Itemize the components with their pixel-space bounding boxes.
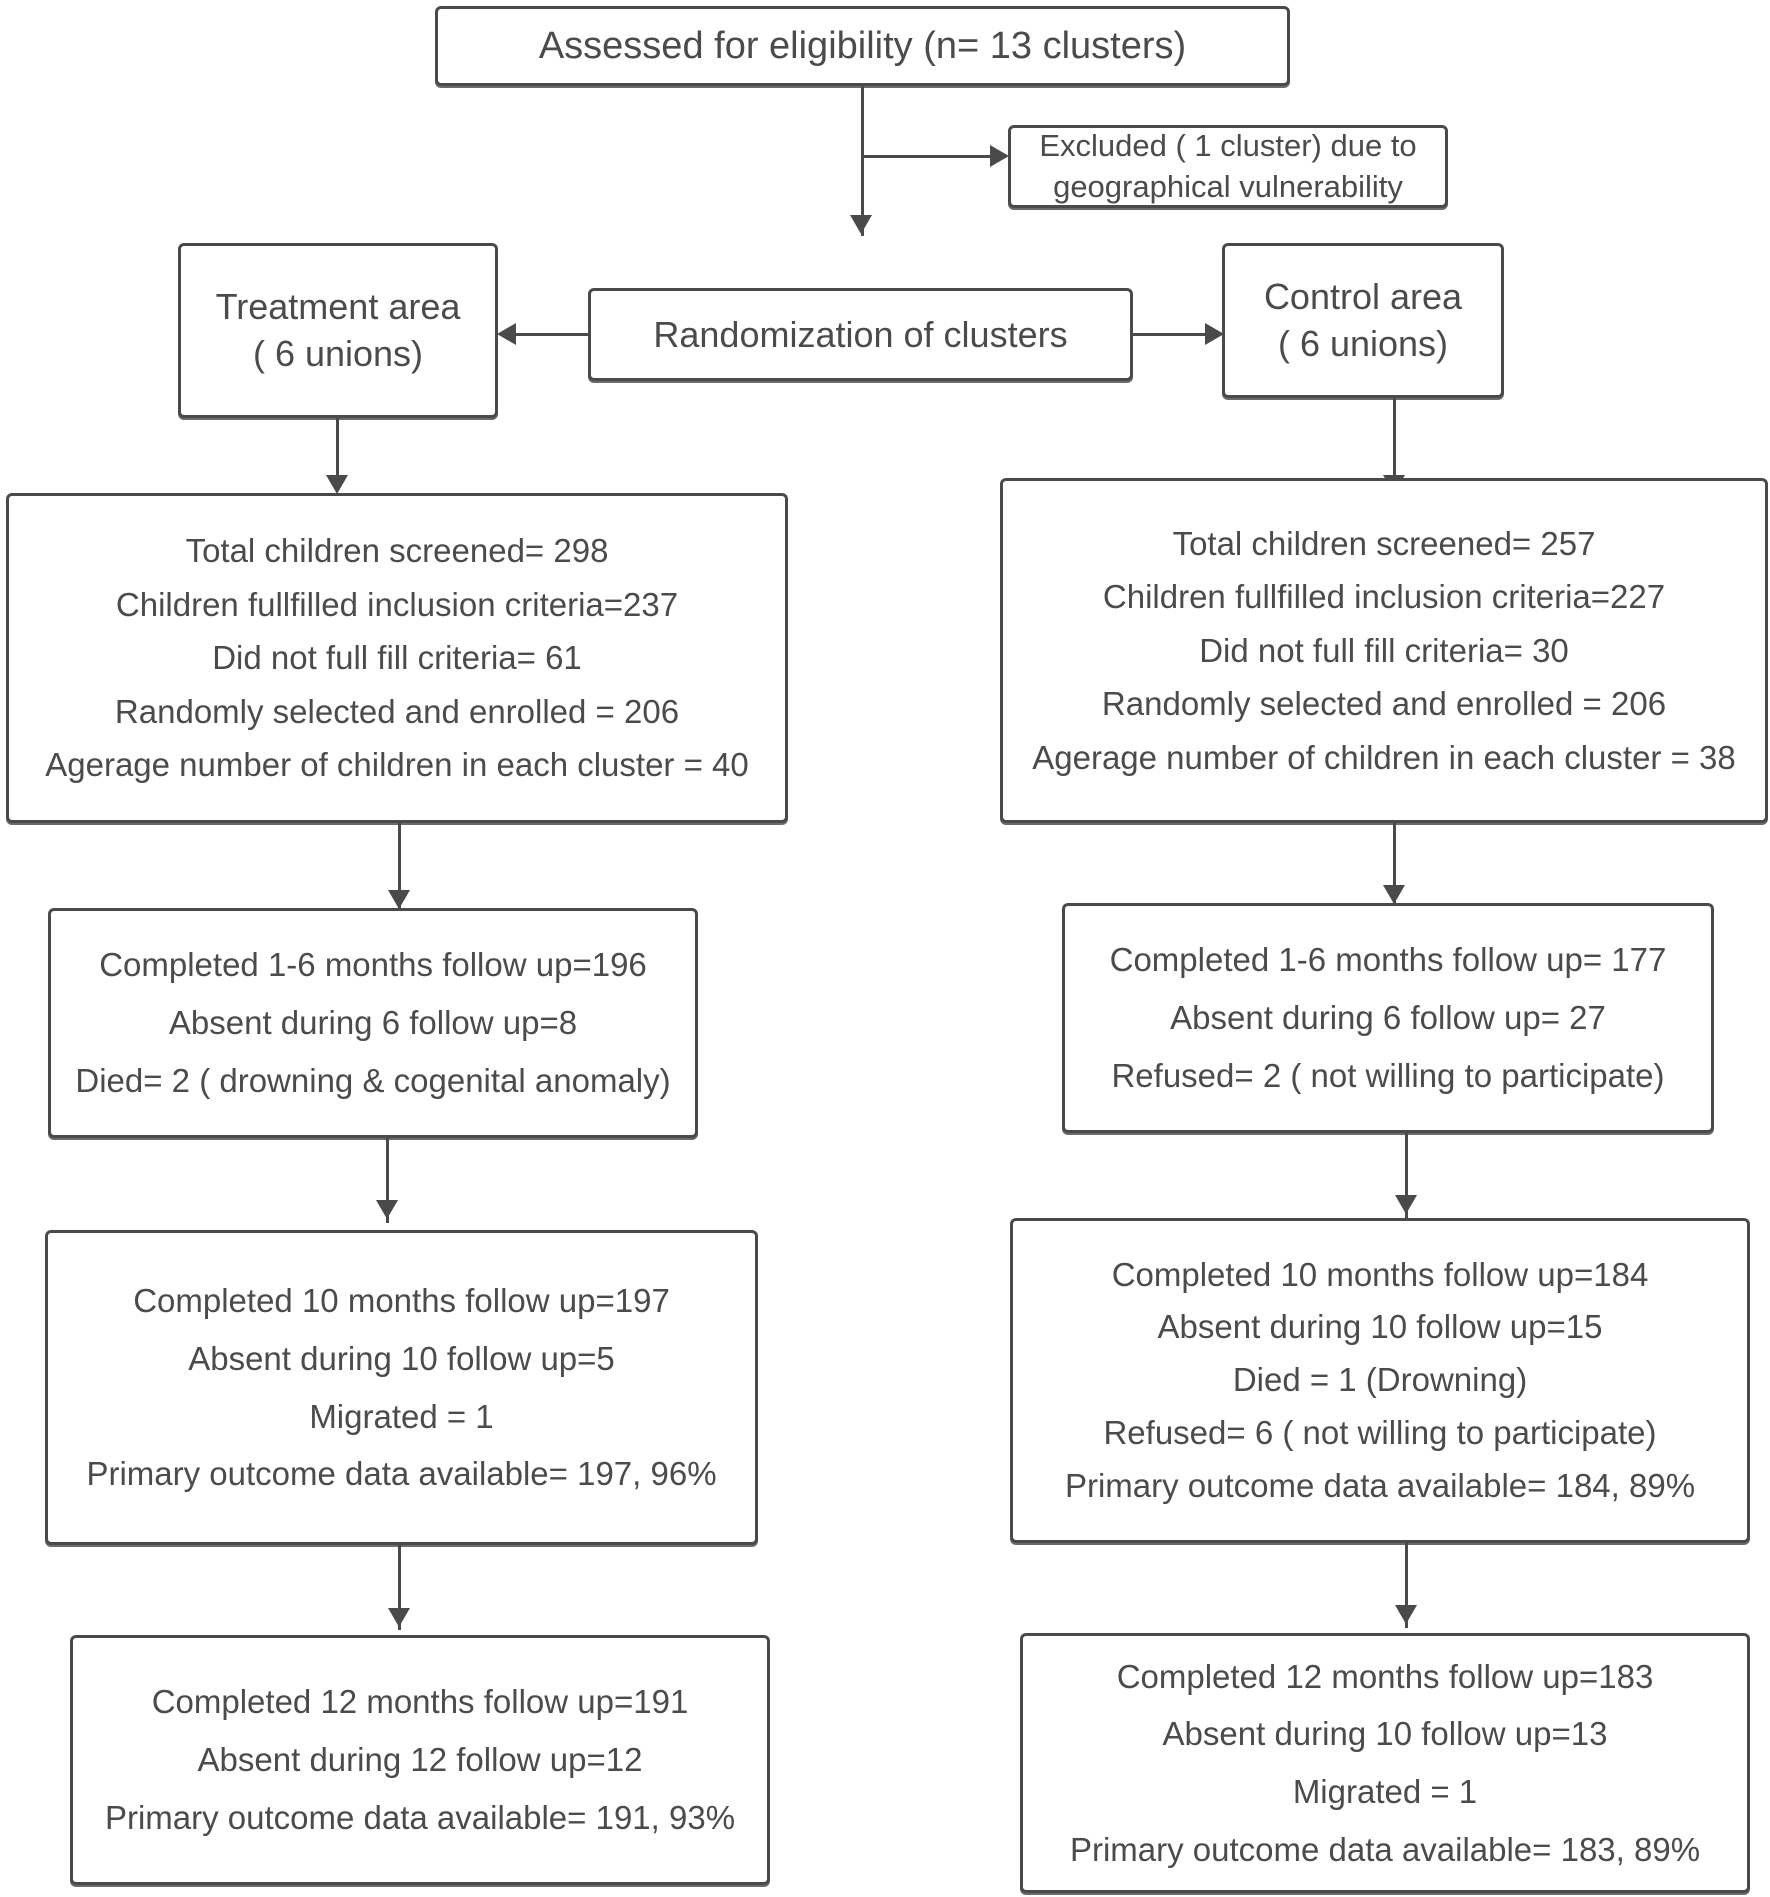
node-control-area-line-2: ( 6 unions) xyxy=(1277,322,1449,364)
node-control-followup-10: Completed 10 months follow up=184 Absent… xyxy=(1010,1218,1750,1543)
arrow-treatment-fu10-to-fu12 xyxy=(388,1608,410,1627)
node-treatment-followup-6-line-1: Completed 1-6 months follow up=196 xyxy=(99,946,647,984)
node-assessed-for-eligibility: Assessed for eligibility (n= 13 clusters… xyxy=(435,6,1290,86)
node-control-followup-6: Completed 1-6 months follow up= 177 Abse… xyxy=(1062,903,1714,1133)
node-treatment-area-line-2: ( 6 unions) xyxy=(252,332,424,374)
arrow-treatment-area-to-screening xyxy=(326,475,348,494)
node-control-followup-10-line-1: Completed 10 months follow up=184 xyxy=(1111,1255,1649,1293)
node-control-followup-12-line-4: Primary outcome data available= 183, 89% xyxy=(1069,1830,1701,1868)
node-treatment-followup-10-line-4: Primary outcome data available= 197, 96% xyxy=(86,1455,717,1493)
node-treatment-screening-line-3: Did not full fill criteria= 61 xyxy=(212,639,582,677)
node-control-followup-12-line-1: Completed 12 months follow up=183 xyxy=(1116,1657,1654,1695)
node-treatment-followup-10: Completed 10 months follow up=197 Absent… xyxy=(45,1230,758,1545)
arrow-to-excluded xyxy=(990,145,1009,167)
node-control-followup-6-line-3: Refused= 2 ( not willing to participate) xyxy=(1111,1056,1665,1094)
connector-eligibility-stem xyxy=(861,86,864,236)
node-control-screening-line-3: Did not full fill criteria= 30 xyxy=(1199,631,1569,669)
node-treatment-screening-line-5: Agerage number of children in each clust… xyxy=(45,746,749,784)
node-control-followup-6-line-1: Completed 1-6 months follow up= 177 xyxy=(1109,941,1667,979)
node-treatment-followup-12-line-3: Primary outcome data available= 191, 93% xyxy=(104,1798,736,1836)
connector-treatment-fu6-to-fu10 xyxy=(386,1138,389,1223)
connector-control-fu10-to-fu12 xyxy=(1405,1543,1408,1628)
node-control-screening-line-5: Agerage number of children in each clust… xyxy=(1032,738,1736,776)
node-treatment-followup-10-line-3: Migrated = 1 xyxy=(309,1397,494,1435)
node-control-followup-10-line-4: Refused= 6 ( not willing to participate) xyxy=(1103,1413,1657,1451)
node-control-area-line-1: Control area xyxy=(1263,275,1463,317)
node-control-screening-line-1: Total children screened= 257 xyxy=(1172,524,1596,562)
connector-control-area-to-screening xyxy=(1393,398,1396,488)
node-excluded-line-1: Excluded ( 1 cluster) due to xyxy=(1039,128,1417,164)
connector-control-screening-to-fu6 xyxy=(1393,823,1396,903)
connector-randomization-to-control xyxy=(1131,333,1213,336)
node-randomization-line-1: Randomization of clusters xyxy=(653,313,1068,355)
arrow-control-fu10-to-fu12 xyxy=(1395,1605,1417,1624)
arrow-eligibility-to-randomization xyxy=(850,215,872,234)
node-control-followup-12: Completed 12 months follow up=183 Absent… xyxy=(1020,1633,1750,1893)
node-treatment-area: Treatment area ( 6 unions) xyxy=(178,243,498,418)
node-treatment-followup-6-line-3: Died= 2 ( drowning & cogenital anomaly) xyxy=(75,1061,671,1099)
arrow-control-screening-to-fu6 xyxy=(1383,885,1405,904)
arrow-to-control-area xyxy=(1205,323,1224,345)
connector-treatment-screening-to-fu6 xyxy=(398,823,401,908)
node-treatment-area-line-1: Treatment area xyxy=(215,285,461,327)
node-treatment-followup-6: Completed 1-6 months follow up=196 Absen… xyxy=(48,908,698,1138)
node-control-area: Control area ( 6 unions) xyxy=(1222,243,1504,398)
node-excluded-line-2: geographical vulnerability xyxy=(1053,168,1403,204)
arrow-treatment-fu6-to-fu10 xyxy=(376,1200,398,1219)
node-control-followup-12-line-3: Migrated = 1 xyxy=(1292,1773,1478,1810)
node-treatment-followup-12-line-2: Absent during 12 follow up=12 xyxy=(197,1741,643,1779)
node-treatment-screening-line-4: Randomly selected and enrolled = 206 xyxy=(114,692,680,730)
connector-control-fu6-to-fu10 xyxy=(1405,1133,1408,1218)
node-treatment-screening-line-2: Children fullfilled inclusion criteria=2… xyxy=(115,585,679,623)
connector-treatment-area-to-screening xyxy=(336,418,339,488)
node-control-screening-line-2: Children fullfilled inclusion criteria=2… xyxy=(1102,578,1666,616)
connector-eligibility-to-excluded xyxy=(861,155,1006,158)
arrow-to-treatment-area xyxy=(497,323,516,345)
node-control-followup-12-line-2: Absent during 10 follow up=13 xyxy=(1162,1715,1608,1753)
node-assessed-for-eligibility-line-1: Assessed for eligibility (n= 13 clusters… xyxy=(538,24,1187,67)
node-treatment-followup-12-line-1: Completed 12 months follow up=191 xyxy=(151,1683,689,1721)
arrow-treatment-screening-to-fu6 xyxy=(388,890,410,909)
node-treatment-screening: Total children screened= 298 Children fu… xyxy=(6,493,788,823)
node-treatment-followup-6-line-2: Absent during 6 follow up=8 xyxy=(168,1004,578,1042)
connector-randomization-to-treatment xyxy=(508,333,590,336)
connector-treatment-fu10-to-fu12 xyxy=(398,1545,401,1630)
node-control-screening-line-4: Randomly selected and enrolled = 206 xyxy=(1101,685,1667,723)
node-control-followup-10-line-5: Primary outcome data available= 184, 89% xyxy=(1064,1466,1696,1504)
node-treatment-followup-12: Completed 12 months follow up=191 Absent… xyxy=(70,1635,770,1885)
node-randomization: Randomization of clusters xyxy=(588,288,1133,381)
arrow-control-fu6-to-fu10 xyxy=(1395,1195,1417,1214)
node-treatment-followup-10-line-2: Absent during 10 follow up=5 xyxy=(188,1339,615,1377)
node-excluded: Excluded ( 1 cluster) due to geographica… xyxy=(1008,125,1448,208)
node-control-followup-10-line-3: Died = 1 (Drowning) xyxy=(1232,1361,1528,1399)
node-treatment-screening-line-1: Total children screened= 298 xyxy=(185,532,609,570)
node-treatment-followup-10-line-1: Completed 10 months follow up=197 xyxy=(133,1282,670,1319)
node-control-followup-6-line-2: Absent during 6 follow up= 27 xyxy=(1170,999,1606,1037)
node-control-screening: Total children screened= 257 Children fu… xyxy=(1000,478,1768,823)
node-control-followup-10-line-2: Absent during 10 follow up=15 xyxy=(1157,1308,1603,1346)
